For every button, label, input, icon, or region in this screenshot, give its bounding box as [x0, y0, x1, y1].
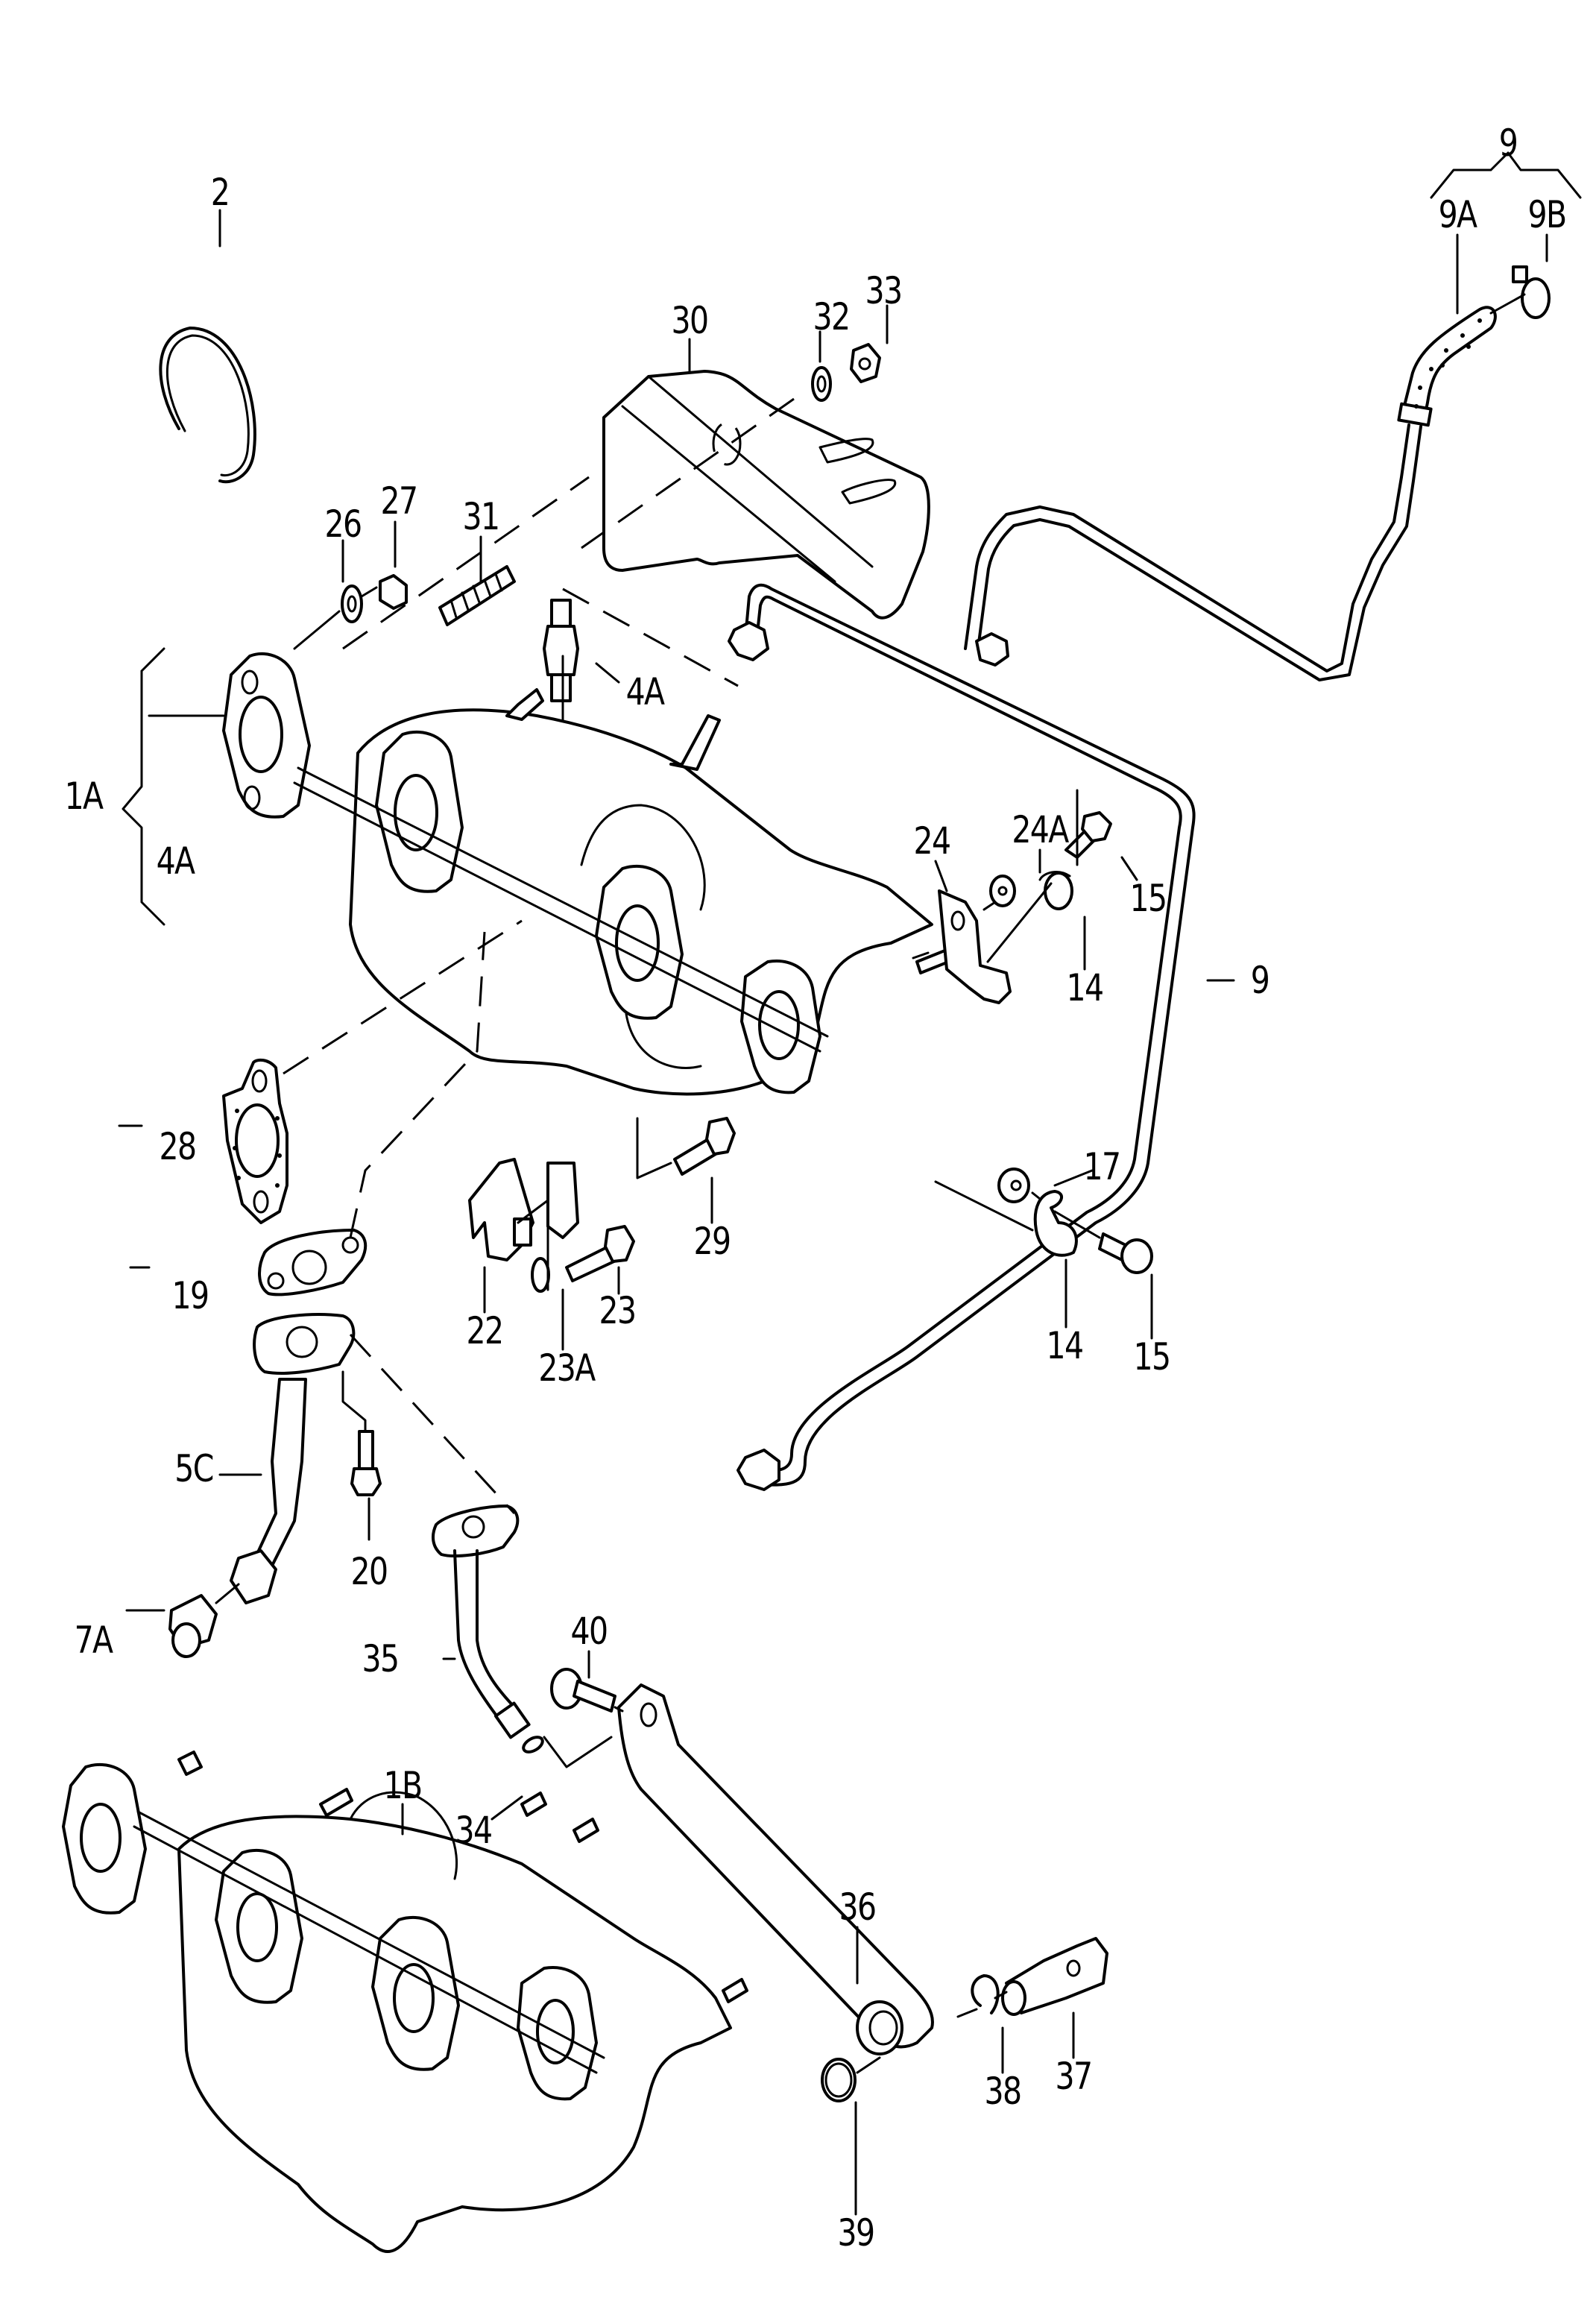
assembly-line [349, 1333, 516, 1515]
washer-part [531, 1257, 550, 1293]
callout-27: 27 [380, 479, 419, 523]
callout-1b: 1B [383, 1764, 423, 1807]
callout-35: 35 [362, 1637, 400, 1680]
callout-9-top: 9 [1498, 122, 1518, 165]
callout-2: 2 [210, 171, 230, 214]
bracket-part [938, 889, 1012, 1004]
oil-return-line-part [230, 1313, 356, 1604]
washer-part [811, 366, 832, 402]
clamp-part [1033, 1190, 1078, 1257]
assembly-line [1489, 293, 1526, 315]
washer-part [522, 1736, 544, 1754]
callout-24: 24 [913, 819, 952, 863]
turbocharger-manifold-lower-part [62, 1751, 748, 2253]
callout-9a: 9A [1438, 193, 1477, 236]
callout-34: 34 [455, 1809, 493, 1852]
callout-14-lower: 14 [1046, 1324, 1085, 1367]
callout-4a-bracket: 4A [156, 839, 195, 883]
bracket-line [122, 647, 165, 926]
callout-30: 30 [671, 299, 710, 342]
retaining-ring-part [159, 327, 256, 484]
assembly-line [349, 931, 486, 1238]
callout-22: 22 [466, 1309, 505, 1352]
bolt-part [350, 1430, 382, 1496]
callout-17: 17 [1083, 1145, 1122, 1188]
banjo-bolt-part [1001, 1937, 1108, 2016]
callout-20: 20 [350, 1550, 389, 1593]
turbocharger-manifold-upper-part [222, 652, 959, 1096]
oil-return-pipe-part [431, 1505, 531, 1739]
callout-37: 37 [1055, 2055, 1094, 2098]
stud-part [438, 565, 516, 626]
callout-7a: 7A [74, 1619, 113, 1662]
circlip-part [971, 1974, 1000, 2014]
heat-shield-part [602, 370, 930, 620]
clamp-part [1038, 871, 1073, 910]
callout-9b: 9B [1527, 193, 1568, 236]
bracket-part [468, 1158, 579, 1261]
callout-23: 23 [599, 1289, 637, 1332]
callout-24a: 24A [1012, 808, 1069, 851]
nut-part [850, 343, 881, 383]
callout-4a-upper: 4A [625, 670, 665, 713]
bolt-part [550, 1668, 616, 1713]
callout-32: 32 [813, 295, 851, 338]
hose-part [1397, 306, 1497, 427]
oil-supply-line-part [728, 423, 1422, 1491]
bolt-part [565, 1225, 635, 1282]
bolt-part [1098, 1232, 1153, 1274]
nut-part [997, 1168, 1030, 1203]
callout-29: 29 [693, 1220, 732, 1263]
callout-5c: 5C [174, 1447, 214, 1490]
nut-part [379, 574, 408, 610]
callout-26: 26 [324, 502, 363, 546]
callout-38: 38 [984, 2070, 1023, 2113]
callout-33: 33 [865, 269, 903, 312]
assembly-line [562, 587, 739, 687]
union-fitting-part [168, 1594, 218, 1658]
nut-part [989, 875, 1016, 907]
callout-1a: 1A [64, 775, 104, 818]
leader-lines [218, 151, 1582, 2216]
callout-28: 28 [159, 1125, 198, 1168]
banjo-fitting-part [543, 599, 579, 702]
callout-9-mid: 9 [1250, 959, 1270, 1002]
callout-15-upper: 15 [1129, 877, 1168, 920]
gasket-part [258, 1229, 368, 1296]
callout-36: 36 [839, 1885, 877, 1929]
callout-23a: 23A [538, 1346, 596, 1390]
assembly-line [342, 476, 590, 650]
oil-line-part [617, 1683, 934, 2055]
callout-31: 31 [462, 495, 501, 538]
callout-19: 19 [171, 1274, 210, 1317]
callout-39: 39 [837, 2211, 876, 2255]
gasket-part [222, 1058, 288, 1224]
callout-15-lower: 15 [1133, 1335, 1172, 1379]
assembly-line [283, 919, 523, 1075]
bolt-part [1064, 811, 1112, 859]
washer-part [341, 585, 363, 623]
callout-40: 40 [570, 1610, 609, 1653]
hose-clamp-part [1512, 265, 1551, 319]
callout-14-upper: 14 [1066, 966, 1105, 1009]
seal-ring-part [821, 2058, 857, 2102]
bolt-part [673, 1117, 736, 1176]
